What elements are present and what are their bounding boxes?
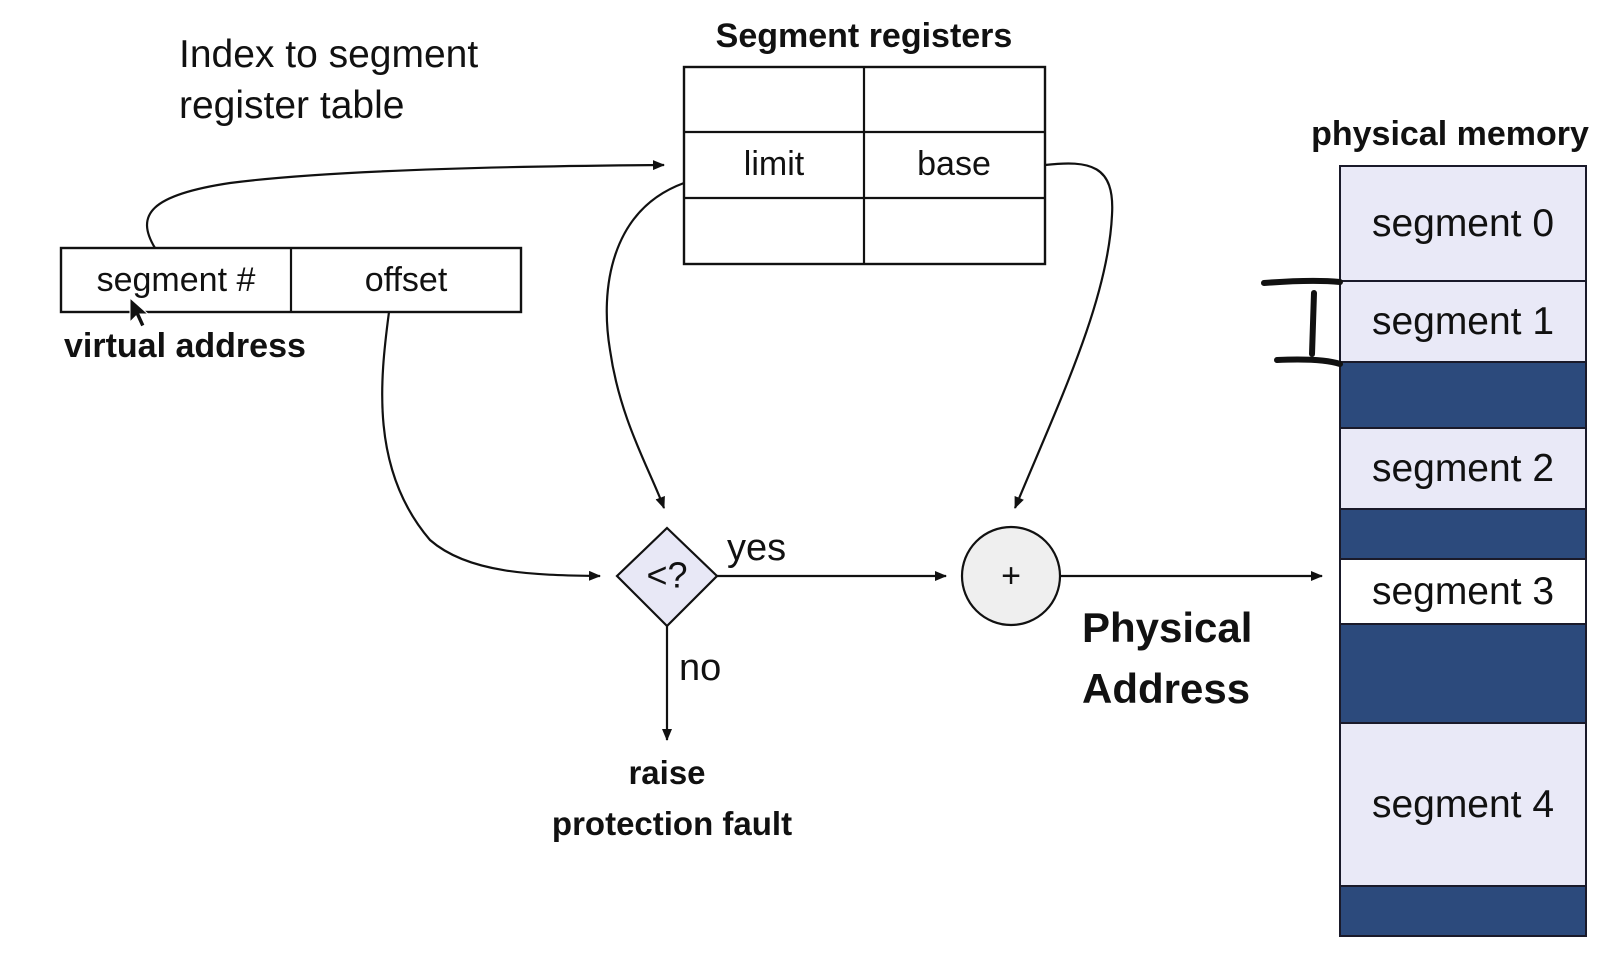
arrow-offset-to-comparator <box>381 311 601 581</box>
memory-free-block[interactable] <box>1339 361 1587 429</box>
comparator: <? <box>615 526 719 628</box>
segment-register-table: limit base <box>682 65 1047 266</box>
comparator-diamond <box>615 526 719 628</box>
yes-label: yes <box>727 527 786 569</box>
virtual-address-box: segment # offset <box>59 246 523 314</box>
arrow-limit-to-comparator <box>605 181 685 509</box>
bracket-bottom-stroke <box>1274 356 1343 367</box>
memory-free-block[interactable] <box>1339 885 1587 937</box>
base-label: base <box>917 145 991 183</box>
index-note-line2: register table <box>179 84 404 127</box>
bracket-top-stroke <box>1261 277 1343 286</box>
adder-circle <box>960 525 1062 627</box>
handdrawn-bracket-annotation <box>1261 277 1343 367</box>
segment-registers-title: Segment registers <box>716 17 1013 55</box>
bracket-vertical-stroke <box>1309 290 1317 357</box>
no-label: no <box>679 647 721 689</box>
register-cell-row2-limit[interactable] <box>686 200 862 262</box>
mouse-cursor-icon <box>129 296 150 328</box>
physical-address-line1: Physical <box>1082 604 1252 651</box>
memory-segment-label: segment 1 <box>1372 300 1554 343</box>
comparator-symbol: <? <box>646 555 687 596</box>
physical-memory: segment 0 segment 1 segment 2 segment 3 segm… <box>1339 165 1587 937</box>
arrow-base-to-adder <box>1013 162 1114 509</box>
arrow-segment-index-to-registers <box>146 160 665 249</box>
segment-number-label: segment # <box>97 261 256 299</box>
fault-label-line2: protection fault <box>552 805 792 842</box>
memory-free-block[interactable] <box>1339 508 1587 560</box>
physical-address-line2: Address <box>1082 665 1250 712</box>
register-cell-row0-limit[interactable] <box>686 69 862 130</box>
memory-segment-label: segment 2 <box>1372 447 1554 490</box>
adder: + <box>960 525 1062 627</box>
memory-segment-block[interactable] <box>1339 722 1587 887</box>
memory-segment-label: segment 0 <box>1372 202 1554 245</box>
memory-segment-label: segment 4 <box>1372 783 1554 826</box>
offset-label: offset <box>365 261 448 299</box>
register-cell-row0-base[interactable] <box>866 69 1043 130</box>
index-note-line1: Index to segment <box>179 33 478 76</box>
limit-label: limit <box>744 145 805 183</box>
virtual-address-caption: virtual address <box>64 327 306 365</box>
physical-memory-title: physical memory <box>1311 115 1589 153</box>
memory-segment-block[interactable] <box>1339 558 1587 625</box>
register-cell-row2-base[interactable] <box>866 200 1043 262</box>
memory-free-block[interactable] <box>1339 623 1587 724</box>
memory-segment-label: segment 3 <box>1372 570 1554 613</box>
fault-label-line1: raise <box>628 754 705 791</box>
adder-symbol: + <box>1001 557 1021 595</box>
memory-segment-block[interactable] <box>1339 427 1587 510</box>
